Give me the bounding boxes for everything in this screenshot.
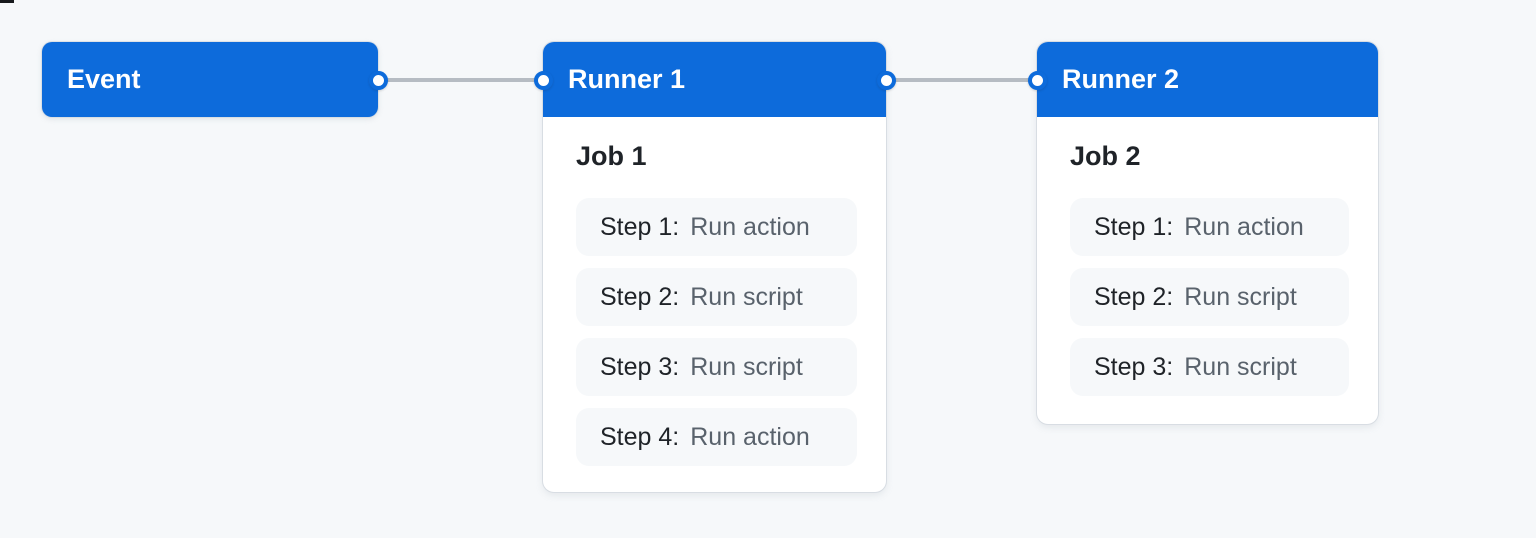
runner-2-header: Runner 2	[1037, 42, 1378, 117]
job-1-title: Job 1	[576, 141, 647, 171]
step-row: Step 4: Run action	[576, 408, 857, 466]
connector-dot-runner1-right	[877, 71, 896, 90]
step-label: Step 1:	[1094, 212, 1174, 241]
step-row: Step 3: Run script	[1070, 338, 1349, 396]
runner-1-body: Job 1 Step 1: Run action Step 2: Run scr…	[543, 117, 886, 466]
connector-line-event-runner1	[378, 78, 543, 82]
runner-1-title: Runner 1	[568, 64, 686, 94]
runner-1-header: Runner 1	[543, 42, 886, 117]
step-action: Run script	[1184, 282, 1297, 311]
step-label: Step 2:	[600, 282, 680, 311]
step-label: Step 3:	[1094, 352, 1174, 381]
step-label: Step 3:	[600, 352, 680, 381]
step-action: Run script	[690, 282, 803, 311]
step-action: Run action	[690, 422, 810, 451]
step-row: Step 1: Run action	[576, 198, 857, 256]
step-row: Step 2: Run script	[576, 268, 857, 326]
connector-line-runner1-runner2	[886, 78, 1037, 82]
step-label: Step 2:	[1094, 282, 1174, 311]
runner-2-body: Job 2 Step 1: Run action Step 2: Run scr…	[1037, 117, 1378, 396]
runner-2-card: Runner 2 Job 2 Step 1: Run action Step 2…	[1037, 42, 1378, 424]
step-action: Run action	[690, 212, 810, 241]
connector-dot-runner1-left	[534, 71, 553, 90]
step-label: Step 1:	[600, 212, 680, 241]
screen-corner-artifact	[0, 0, 14, 3]
step-row: Step 2: Run script	[1070, 268, 1349, 326]
event-node: Event	[42, 42, 378, 117]
event-node-label: Event	[67, 64, 141, 94]
runner-1-card: Runner 1 Job 1 Step 1: Run action Step 2…	[543, 42, 886, 492]
job-2-title: Job 2	[1070, 141, 1141, 171]
connector-dot-runner2-left	[1028, 71, 1047, 90]
step-row: Step 3: Run script	[576, 338, 857, 396]
step-row: Step 1: Run action	[1070, 198, 1349, 256]
step-label: Step 4:	[600, 422, 680, 451]
connector-dot-event-right	[369, 71, 388, 90]
runner-2-title: Runner 2	[1062, 64, 1180, 94]
step-action: Run script	[1184, 352, 1297, 381]
step-action: Run action	[1184, 212, 1304, 241]
step-action: Run script	[690, 352, 803, 381]
